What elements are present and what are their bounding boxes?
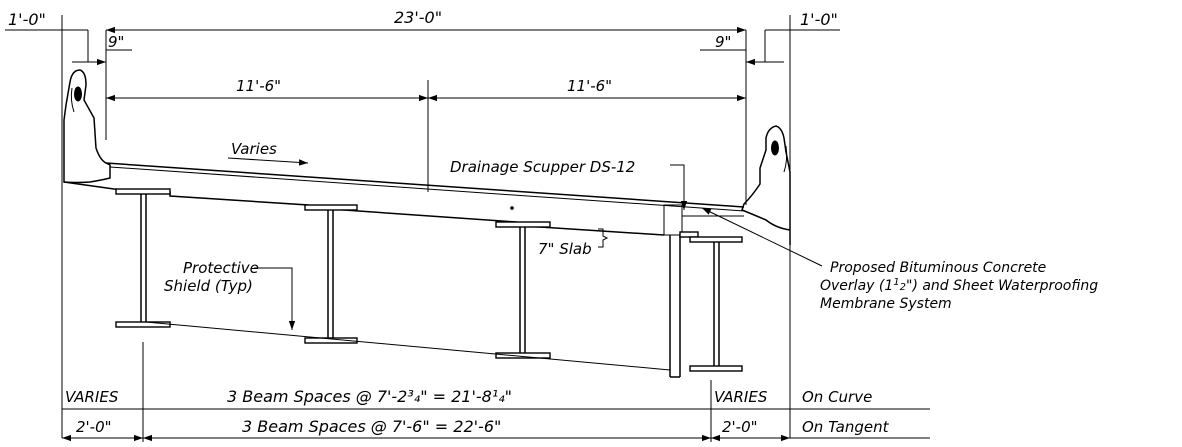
girders (115, 188, 743, 378)
protective-shield (145, 321, 671, 371)
overlay-note-line3: Membrane System (820, 296, 952, 312)
tangent-label: On Tangent (802, 418, 890, 436)
slab-note: 7" Slab (538, 240, 592, 258)
curve-spacing: 3 Beam Spaces @ 7'-2³₄" = 21'-8¹₄" (227, 387, 512, 406)
scupper-note: Drainage Scupper DS-12 (450, 158, 635, 176)
dim-left-rail: 1'-0" (8, 10, 46, 29)
overlay-note-line2: Overlay (112") and Sheet Waterproofing (820, 277, 1098, 294)
overlay-note-line2-b: ") and Sheet Waterproofing (906, 278, 1098, 294)
right-parapet (741, 125, 791, 245)
dim-right-rail: 1'-0" (800, 10, 838, 29)
tangent-spacing: 3 Beam Spaces @ 7'-6" = 22'-6" (242, 417, 501, 436)
tangent-right: 2'-0" (722, 418, 758, 436)
dim-right-offset: 9" (715, 33, 731, 51)
overlay-note-line2-a: Overlay (1 (820, 278, 893, 294)
curve-left: VARIES (65, 388, 119, 406)
overlay-frac-den: 2 (900, 282, 906, 293)
slope-note: Varies (231, 140, 277, 158)
dim-left-lane: 11'-6" (236, 77, 281, 95)
dim-right-lane: 11'-6" (567, 77, 612, 95)
shield-note-line1: Protective (183, 259, 259, 277)
dim-left-offset: 9" (108, 33, 124, 51)
top-dimensions: 1'-0" 23'-0" 1'-0" 9" 9" 11'-6" 11'-6" (5, 8, 840, 438)
overlay-note-line1: Proposed Bituminous Concrete (830, 260, 1046, 276)
overlay-frac-num: 1 (893, 277, 899, 288)
left-parapet (63, 69, 111, 184)
drawing-notes: Varies Drainage Scupper DS-12 7" Slab Pr… (164, 140, 1098, 330)
dim-overall-width: 23'-0" (394, 8, 442, 27)
curve-right: VARIES (714, 388, 768, 406)
curve-label: On Curve (802, 388, 872, 406)
tangent-left: 2'-0" (76, 418, 112, 436)
shield-note-line2: Shield (Typ) (164, 277, 253, 295)
beam-spacing-dimensions: VARIES 3 Beam Spaces @ 7'-2³₄" = 21'-8¹₄… (62, 342, 930, 442)
deck-slab (63, 162, 745, 236)
